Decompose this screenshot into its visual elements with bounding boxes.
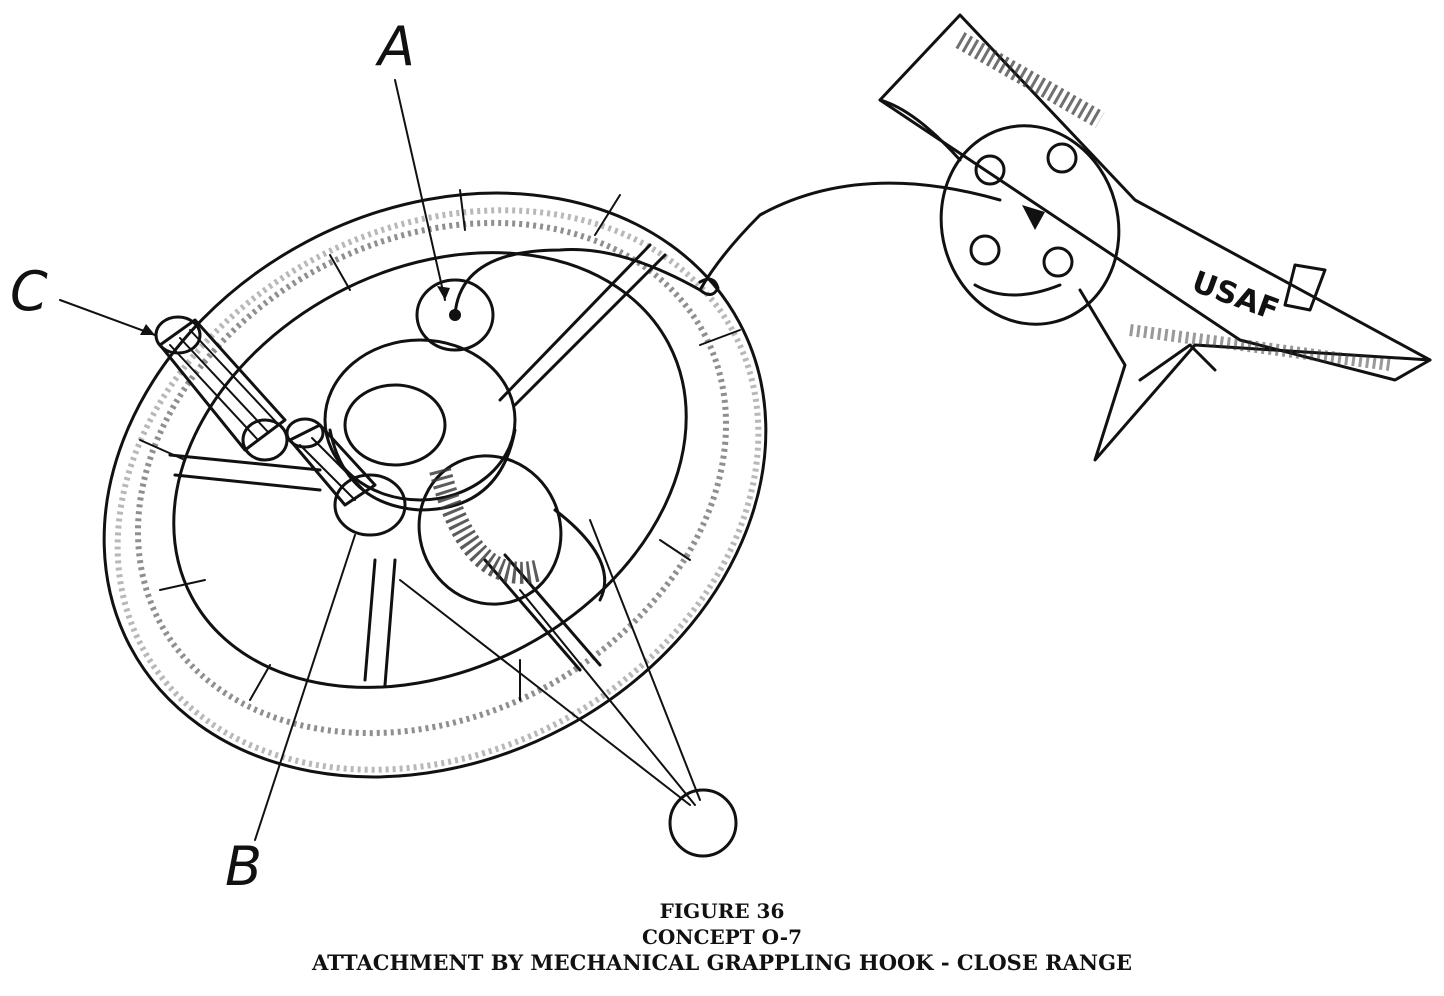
approaching-vehicle: USAF	[878, 13, 1432, 462]
grappling-tether	[453, 181, 1002, 317]
rocket-cluster-b	[285, 417, 407, 537]
figure-number: FIGURE 36	[659, 899, 785, 923]
callout-label-a: A	[375, 15, 415, 78]
grappling-hook	[698, 277, 720, 296]
figure-concept: CONCEPT O-7	[641, 925, 803, 949]
figure-title: ATTACHMENT BY MECHANICAL GRAPPLING HOOK …	[311, 950, 1133, 975]
station-torus-ring	[102, 189, 768, 779]
callout-b: B	[225, 534, 356, 898]
callout-label-b: B	[225, 835, 262, 898]
callout-c: C	[10, 260, 156, 336]
callout-label-c: C	[10, 260, 48, 323]
rocket-cluster-c	[154, 315, 289, 462]
lower-pod	[668, 788, 738, 858]
callout-a: A	[375, 15, 450, 301]
station-hub	[323, 338, 701, 806]
